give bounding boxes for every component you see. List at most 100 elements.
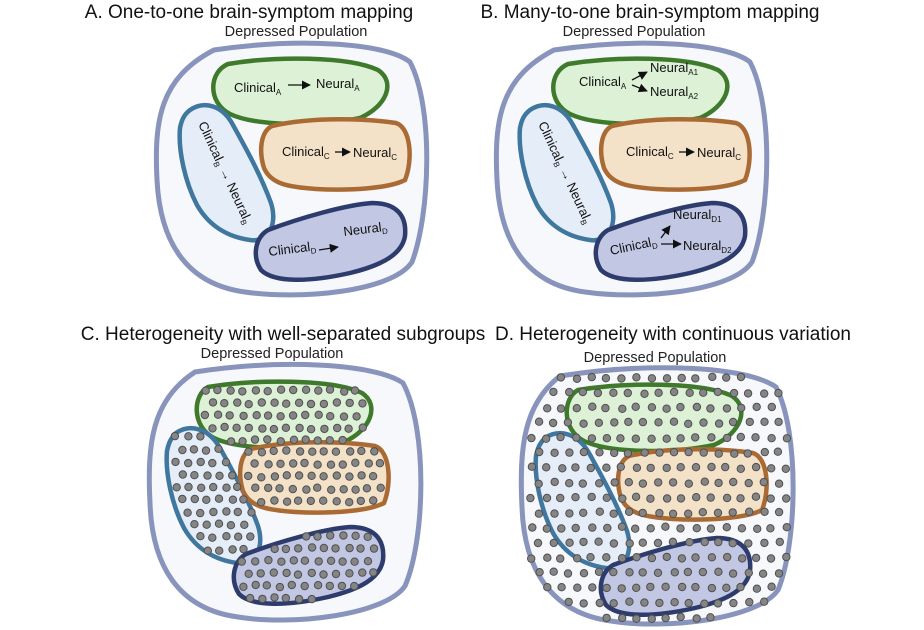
individual-dot xyxy=(257,498,266,507)
individual-dot xyxy=(700,599,709,608)
panel-c-title: C. Heterogeneity with well-separated sub… xyxy=(81,324,486,345)
panel-a-title: A. One-to-one brain-symptom mapping xyxy=(85,2,413,23)
individual-dot xyxy=(364,459,373,468)
neural-label: Neural xyxy=(316,76,354,91)
individual-dot xyxy=(609,509,618,518)
panel-d-title: D. Heterogeneity with continuous variati… xyxy=(495,324,851,345)
individual-dot xyxy=(669,387,679,397)
individual-dot xyxy=(617,554,627,563)
individual-dot xyxy=(549,387,558,397)
subscript-label: D xyxy=(651,241,659,251)
individual-dot xyxy=(595,598,604,608)
individual-dot xyxy=(535,447,544,457)
individual-dot xyxy=(246,532,255,541)
individual-dot xyxy=(281,423,291,432)
individual-dot xyxy=(548,418,558,428)
individual-dot xyxy=(326,412,335,421)
individual-dot xyxy=(744,478,753,488)
individual-dot xyxy=(222,483,231,492)
individual-dot xyxy=(201,386,210,395)
individual-dot xyxy=(594,418,604,427)
individual-dot xyxy=(332,497,341,506)
individual-dot xyxy=(760,389,769,398)
individual-dot xyxy=(325,581,334,591)
individual-dot xyxy=(632,583,641,592)
svg-text:ClinicalA: ClinicalA xyxy=(234,80,282,97)
individual-dot xyxy=(208,398,218,407)
individual-dot xyxy=(244,400,253,409)
individual-dot xyxy=(178,470,188,479)
individual-dot xyxy=(226,437,236,446)
individual-dot xyxy=(233,507,243,517)
individual-dot xyxy=(351,531,360,540)
panel-b-population-label: Depressed Population xyxy=(563,24,706,40)
subscript-label: B xyxy=(238,218,248,227)
individual-dot xyxy=(550,477,559,487)
individual-dot xyxy=(760,417,769,426)
individual-dot xyxy=(201,446,211,455)
individual-dot xyxy=(288,411,298,420)
individual-dot xyxy=(213,410,223,419)
individual-dot xyxy=(289,459,298,468)
individual-dot xyxy=(565,509,574,518)
individual-dot xyxy=(632,614,641,623)
individual-dot xyxy=(602,493,611,502)
individual-dot xyxy=(319,543,329,553)
individual-dot xyxy=(535,568,544,577)
individual-dot xyxy=(587,492,596,502)
individual-dot xyxy=(751,553,761,563)
subscript-label: B xyxy=(211,160,221,169)
subscript-label: C xyxy=(668,152,674,161)
subscript-label: B xyxy=(578,218,588,227)
individual-dot xyxy=(638,508,647,518)
individual-dot xyxy=(264,555,273,565)
individual-dot xyxy=(766,554,776,563)
individual-dot xyxy=(358,568,367,577)
individual-dot xyxy=(579,447,589,457)
individual-dot xyxy=(190,494,200,504)
individual-dot xyxy=(706,613,715,622)
individual-dot xyxy=(722,493,732,503)
individual-dot xyxy=(313,581,323,590)
individual-dot xyxy=(338,557,347,566)
individual-dot xyxy=(595,448,604,457)
individual-dot xyxy=(294,471,304,480)
individual-dot xyxy=(684,419,693,428)
individual-dot xyxy=(573,583,582,592)
individual-dot xyxy=(578,387,587,397)
individual-dot xyxy=(534,417,544,426)
clinical-label: Clinical xyxy=(234,80,276,95)
individual-dot xyxy=(325,436,334,445)
individual-dot xyxy=(542,493,552,503)
individual-dot xyxy=(287,580,296,590)
individual-dot xyxy=(356,544,365,553)
individual-dot xyxy=(301,385,311,394)
individual-dot xyxy=(595,479,604,488)
individual-dot xyxy=(736,494,745,503)
individual-dot xyxy=(345,569,354,578)
individual-dot xyxy=(654,478,663,487)
panel-b-subgroup-d: ClinicalD NeuralD1 NeuralD2 xyxy=(593,200,748,282)
individual-dot xyxy=(722,433,732,443)
individual-dot xyxy=(668,537,678,546)
subscript-label: D1 xyxy=(711,215,722,224)
individual-dot xyxy=(579,419,588,428)
individual-dot xyxy=(244,569,253,578)
individual-dot xyxy=(700,537,709,547)
individual-dot xyxy=(357,446,366,456)
individual-dot xyxy=(625,597,634,606)
individual-dot xyxy=(258,594,267,604)
individual-dot xyxy=(528,523,537,532)
panel-d-individual-dots xyxy=(526,372,792,623)
individual-dot xyxy=(541,434,551,443)
individual-dot xyxy=(301,410,310,420)
individual-dot xyxy=(676,524,685,533)
individual-dot xyxy=(745,597,754,607)
individual-dot xyxy=(737,403,746,413)
individual-dot xyxy=(624,507,634,516)
individual-dot xyxy=(654,418,663,427)
individual-dot xyxy=(661,613,670,623)
individual-dot xyxy=(190,520,199,529)
individual-dot xyxy=(170,431,180,441)
individual-dot xyxy=(222,507,231,516)
